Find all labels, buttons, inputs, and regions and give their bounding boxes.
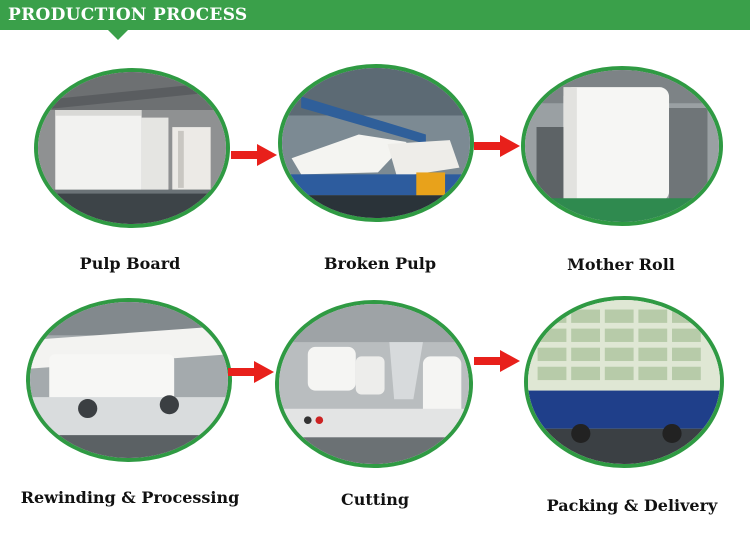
step-label-rewinding-processing: Rewinding & Processing	[20, 488, 240, 507]
arrow-right-icon	[474, 135, 520, 157]
step-label-pulp-board: Pulp Board	[79, 254, 181, 273]
arrow-right-icon	[231, 144, 277, 166]
pulp-board-photo	[34, 68, 230, 228]
page-title: PRODUCTION PROCESS	[8, 5, 248, 25]
arrow-right-icon	[474, 350, 520, 372]
step-label-broken-pulp: Broken Pulp	[323, 254, 437, 273]
cutting-photo	[275, 300, 473, 468]
step-label-mother-roll: Mother Roll	[567, 255, 675, 274]
arrow-right-icon	[228, 361, 274, 383]
header-banner: PRODUCTION PROCESS	[0, 0, 750, 30]
step-label-packing-delivery: Packing & Delivery	[546, 496, 718, 515]
step-label-cutting: Cutting	[340, 490, 410, 509]
header-notch	[108, 30, 128, 40]
mother-roll-photo	[521, 66, 723, 226]
packing-delivery-photo	[524, 296, 724, 468]
rewinding-photo	[26, 298, 232, 462]
broken-pulp-photo	[278, 64, 474, 222]
